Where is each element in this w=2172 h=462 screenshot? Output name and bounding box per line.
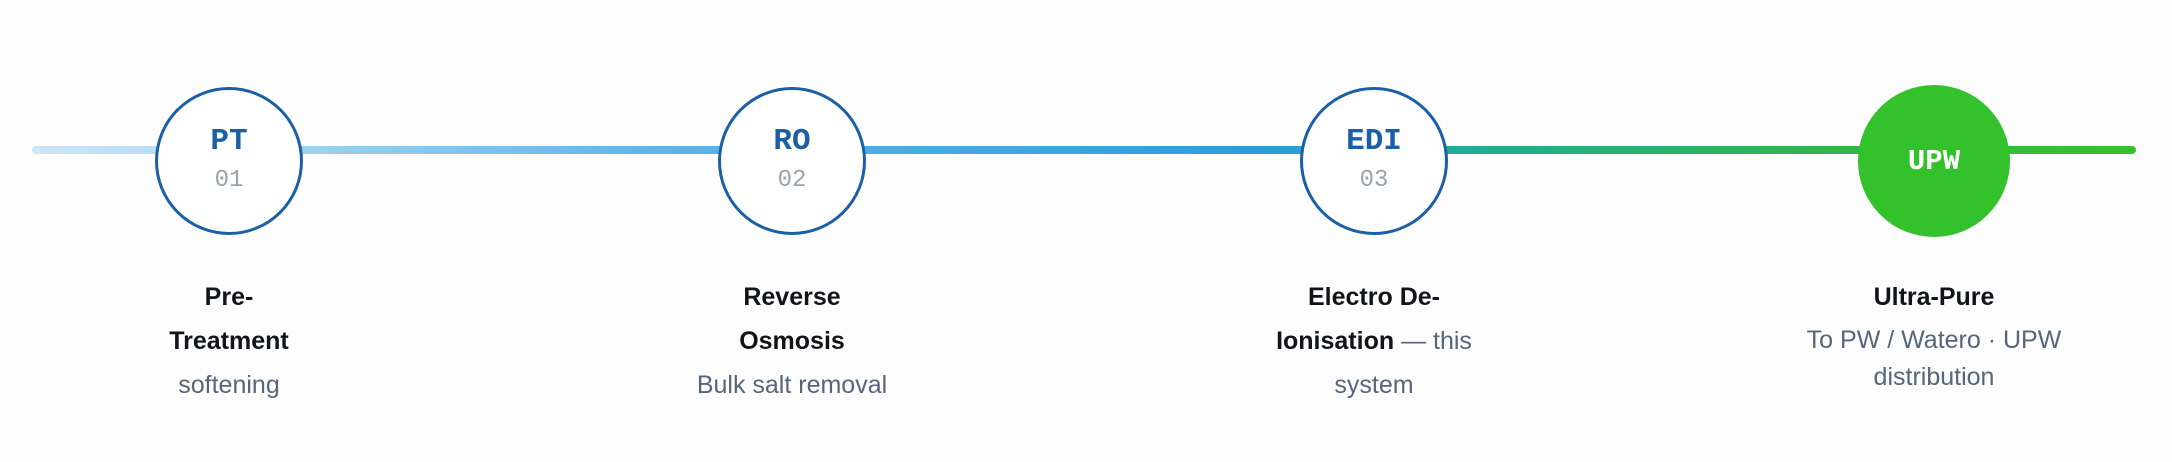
stage-title-line: Treatment <box>169 327 289 355</box>
stage-node-ro: RO 02 <box>718 87 866 235</box>
stage-title-text: Ionisation <box>1276 327 1395 355</box>
stage-number: 02 <box>777 166 807 194</box>
stage-label-edi: Electro De- Ionisation — this system <box>1214 275 1534 407</box>
stage-inline-note: — this <box>1401 327 1472 355</box>
stage-code: UPW <box>1907 144 1961 178</box>
stage-label-upw: Ultra-Pure To PW / Watero · UPW distribu… <box>1774 275 2094 393</box>
stage-title-line: Electro De- <box>1308 283 1440 311</box>
stage-description-line: distribution <box>1873 363 1995 391</box>
stage-code: RO <box>773 123 811 159</box>
stage-node-edi: EDI 03 <box>1300 87 1448 235</box>
stage-title-line: Osmosis <box>739 327 845 355</box>
stage-label-ro: Reverse Osmosis Bulk salt removal <box>632 275 952 407</box>
flow-connector-line <box>32 146 2136 154</box>
stage-number: 01 <box>214 166 244 194</box>
stage-code: PT <box>210 123 248 159</box>
stage-title-line: Reverse <box>743 283 841 311</box>
stage-description: system <box>1334 371 1414 399</box>
stage-description: Bulk salt removal <box>696 371 888 399</box>
stage-title-line-with-note: Ionisation — this <box>1214 319 1534 363</box>
stage-title: Ultra-Pure <box>1873 283 1995 311</box>
stage-description-line: To PW / Watero · UPW <box>1806 326 2062 354</box>
stage-title-line: Pre- <box>204 283 254 311</box>
stage-number: 03 <box>1359 166 1389 194</box>
stage-code: EDI <box>1346 123 1402 159</box>
stage-label-pt: Pre- Treatment softening <box>69 275 389 407</box>
stage-node-pt: PT 01 <box>155 87 303 235</box>
stage-description: softening <box>178 371 280 399</box>
stage-node-upw: UPW <box>1858 85 2010 237</box>
